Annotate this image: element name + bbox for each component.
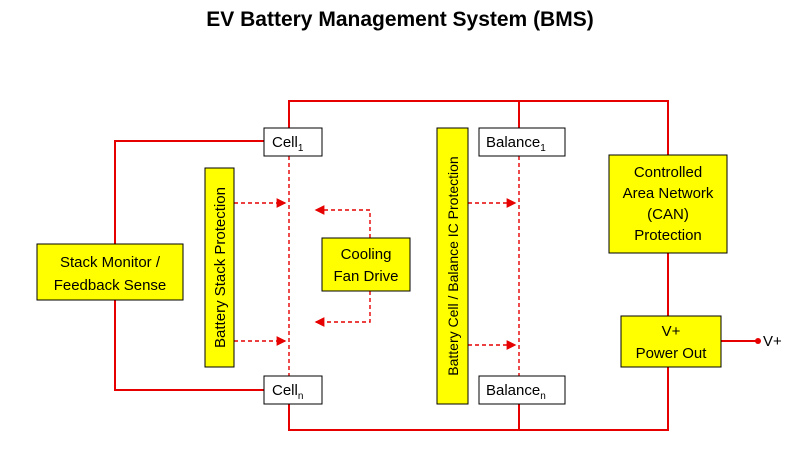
power-out-block: V+ Power Out xyxy=(620,315,722,368)
arrow-fan-top xyxy=(314,205,371,238)
can-label-2: Area Network xyxy=(623,185,714,202)
battery-cell-protection-block: Battery Cell / Balance IC Protection xyxy=(436,127,469,405)
cell-n-label: Cell xyxy=(272,382,298,399)
can-protection-block: Controlled Area Network (CAN) Protection xyxy=(608,154,728,254)
can-label-4: Protection xyxy=(634,227,702,244)
cell-n-node: Celln xyxy=(263,375,323,405)
cooling-fan-label-1: Cooling xyxy=(341,246,392,263)
cell-n-subscript: n xyxy=(298,391,304,402)
balance-1-label: Balance xyxy=(486,134,540,151)
diagram-title: EV Battery Management System (BMS) xyxy=(206,8,594,31)
wire-monitor-top xyxy=(114,140,264,244)
can-label-1: Controlled xyxy=(634,164,702,181)
power-out-label-2: Power Out xyxy=(636,345,708,362)
battery-stack-protection-block: Battery Stack Protection xyxy=(204,167,235,368)
svg-text:Celln: Celln xyxy=(272,382,303,402)
stack-monitor-label-1: Stack Monitor / xyxy=(60,254,161,271)
cooling-fan-block: Cooling Fan Drive xyxy=(321,237,411,292)
power-out-label-1: V+ xyxy=(662,323,681,340)
svg-text:Cell1: Cell1 xyxy=(272,134,304,154)
cooling-fan-label-2: Fan Drive xyxy=(333,268,398,285)
arrow-fan-bottom xyxy=(314,291,371,327)
output-terminal-dot xyxy=(755,338,761,344)
cell-1-node: Cell1 xyxy=(263,127,323,157)
battery-cell-protection-label: Battery Cell / Balance IC Protection xyxy=(445,156,461,375)
balance-n-label: Balance xyxy=(486,382,540,399)
wire-top-bus xyxy=(288,100,669,155)
wiring xyxy=(114,100,761,431)
balance-n-node: Balancen xyxy=(478,375,566,405)
can-label-3: (CAN) xyxy=(647,206,689,223)
output-label: V+ xyxy=(763,333,782,350)
signal-paths xyxy=(225,156,520,376)
cell-1-subscript: 1 xyxy=(298,143,304,154)
cell-1-label: Cell xyxy=(272,134,298,151)
svg-text:Balance1: Balance1 xyxy=(486,134,546,154)
battery-stack-protection-label: Battery Stack Protection xyxy=(212,187,229,348)
wire-bottom-bus xyxy=(288,367,669,431)
balance-1-node: Balance1 xyxy=(478,127,566,157)
stack-monitor-label-2: Feedback Sense xyxy=(54,277,167,294)
svg-text:Balancen: Balancen xyxy=(486,382,546,402)
stack-monitor-block: Stack Monitor / Feedback Sense xyxy=(36,243,184,301)
balance-n-subscript: n xyxy=(540,391,546,402)
balance-1-subscript: 1 xyxy=(540,143,546,154)
wire-monitor-bottom xyxy=(114,300,264,391)
